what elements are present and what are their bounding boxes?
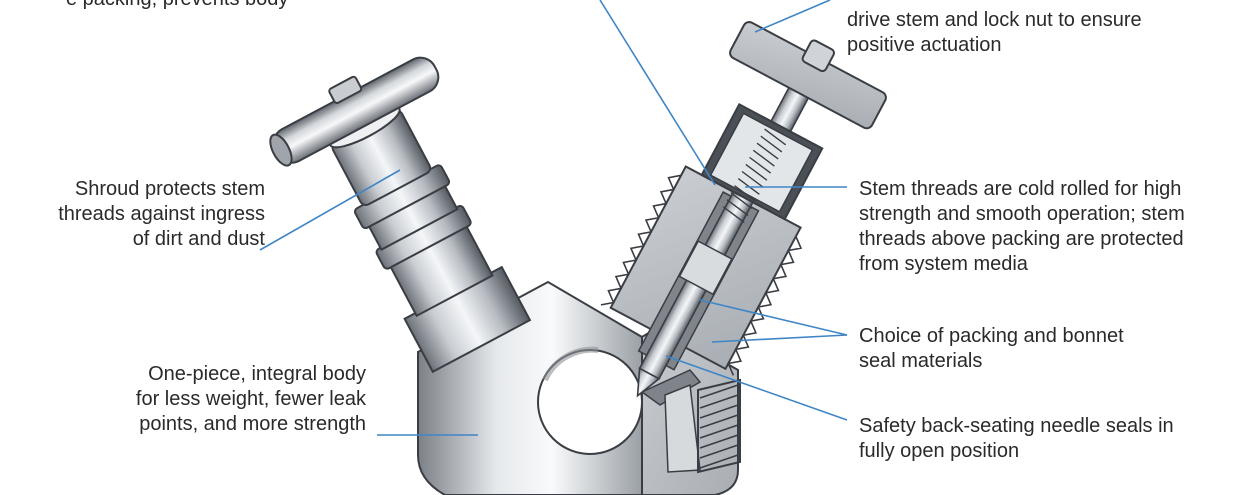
leader-packing-2 [711, 334, 848, 343]
callout-shroud: Shroud protects stem threads against ing… [58, 177, 265, 252]
callout-top-right-partial: drive stem and lock nut to ensure positi… [847, 8, 1142, 58]
leader-lines [259, 0, 848, 436]
callout-packing-choice: Choice of packing and bonnet seal materi… [859, 324, 1124, 374]
callout-line: points, and more strength [139, 413, 366, 435]
callout-one-piece-body: One-piece, integral body for less weight… [136, 362, 366, 437]
leader-shroud [259, 169, 401, 251]
callout-stem-threads: Stem threads are cold rolled for high st… [859, 177, 1185, 277]
callout-line: for less weight, fewer leak [135, 388, 366, 410]
leader-packing-1 [699, 299, 848, 336]
leader-top-right [754, 0, 831, 33]
callout-top-left-partial: e packing, prevents body [66, 0, 288, 12]
callout-line: seal materials [859, 350, 983, 372]
callout-line: from system media [859, 253, 1028, 275]
callout-line: Safety back-seating needle seals in [859, 415, 1174, 437]
callout-line: e packing, prevents body [66, 0, 288, 12]
callout-line: One-piece, integral body [148, 363, 366, 385]
callout-line: positive actuation [847, 34, 1002, 56]
left-valve-assembly [269, 56, 532, 374]
right-valve-cutaway [600, 21, 887, 398]
callout-line: Shroud protects stem [74, 178, 265, 200]
callout-line: strength and smooth operation; stem [859, 203, 1185, 225]
callout-line: Choice of packing and bonnet [859, 325, 1124, 347]
callout-line: threads against ingress [58, 203, 265, 225]
callout-line: threads above packing are protected [859, 228, 1184, 250]
callout-line: drive stem and lock nut to ensure [847, 9, 1142, 31]
callout-back-seating: Safety back-seating needle seals in full… [859, 414, 1174, 464]
leader-top-left [599, 0, 716, 186]
leader-back-seating [665, 355, 848, 421]
callout-line: Stem threads are cold rolled for high [859, 178, 1182, 200]
callout-line: fully open position [859, 440, 1020, 462]
callout-line: of dirt and dust [132, 228, 265, 250]
